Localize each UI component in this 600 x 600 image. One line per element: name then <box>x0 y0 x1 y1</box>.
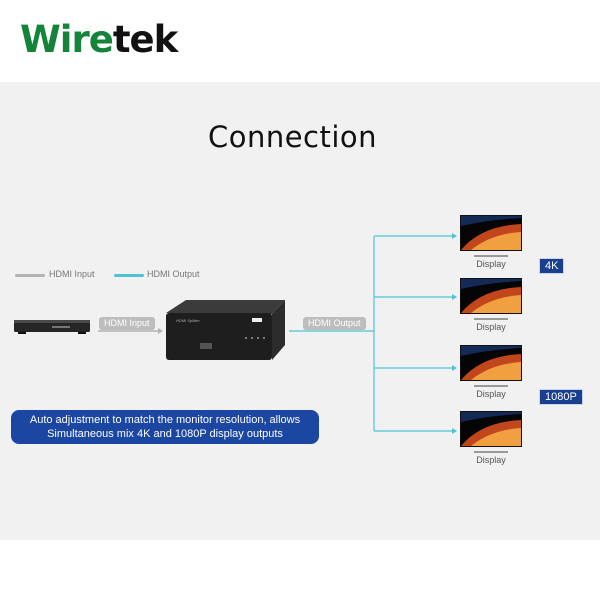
note-line-2: Simultaneous mix 4K and 1080P display ou… <box>11 427 319 441</box>
blu-ray-player-icon <box>14 320 90 334</box>
resolution-badge-4k: 4K <box>539 258 564 274</box>
hdmi-input-tag: HDMI Input <box>99 317 155 330</box>
display-stand <box>474 314 508 320</box>
display-1: Display <box>460 215 522 269</box>
hdmi-output-tag: HDMI Output <box>303 317 366 330</box>
resolution-badge-1080p: 1080P <box>539 389 583 405</box>
tv-display-icon <box>460 278 522 314</box>
hdmi-output-lines <box>289 236 452 431</box>
info-note: Auto adjustment to match the monitor res… <box>11 410 319 444</box>
display-label: Display <box>460 322 522 332</box>
display-stand <box>474 251 508 257</box>
tv-display-icon <box>460 215 522 251</box>
legend-output-label: HDMI Output <box>147 268 200 280</box>
display-label: Display <box>460 259 522 269</box>
note-line-1: Auto adjustment to match the monitor res… <box>11 413 319 427</box>
display-label: Display <box>460 389 522 399</box>
output-arrow-icons <box>452 233 457 434</box>
legend-output-line <box>114 274 144 277</box>
svg-text:HDMI Splitter: HDMI Splitter <box>176 318 200 323</box>
display-3: Display <box>460 345 522 399</box>
hdmi-splitter-icon: HDMI Splitter <box>166 300 285 360</box>
tv-display-icon <box>460 345 522 381</box>
tv-display-icon <box>460 411 522 447</box>
display-label: Display <box>460 455 522 465</box>
display-2: Display <box>460 278 522 332</box>
display-stand <box>474 381 508 387</box>
display-stand <box>474 447 508 453</box>
display-4: Display <box>460 411 522 465</box>
input-arrow-icon <box>158 328 163 334</box>
legend-input-label: HDMI Input <box>49 268 95 280</box>
legend-input-line <box>15 274 45 277</box>
